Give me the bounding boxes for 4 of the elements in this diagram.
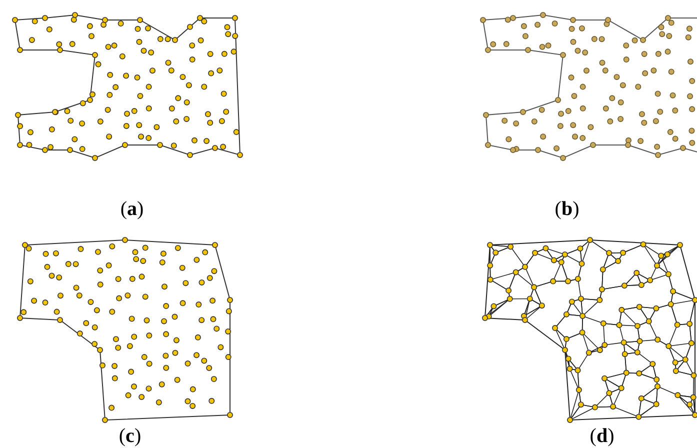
- panel-label: (b): [554, 198, 580, 221]
- panel-label: (a): [120, 198, 144, 221]
- panel-label: (c): [118, 425, 142, 448]
- panel-label: (d): [590, 425, 614, 448]
